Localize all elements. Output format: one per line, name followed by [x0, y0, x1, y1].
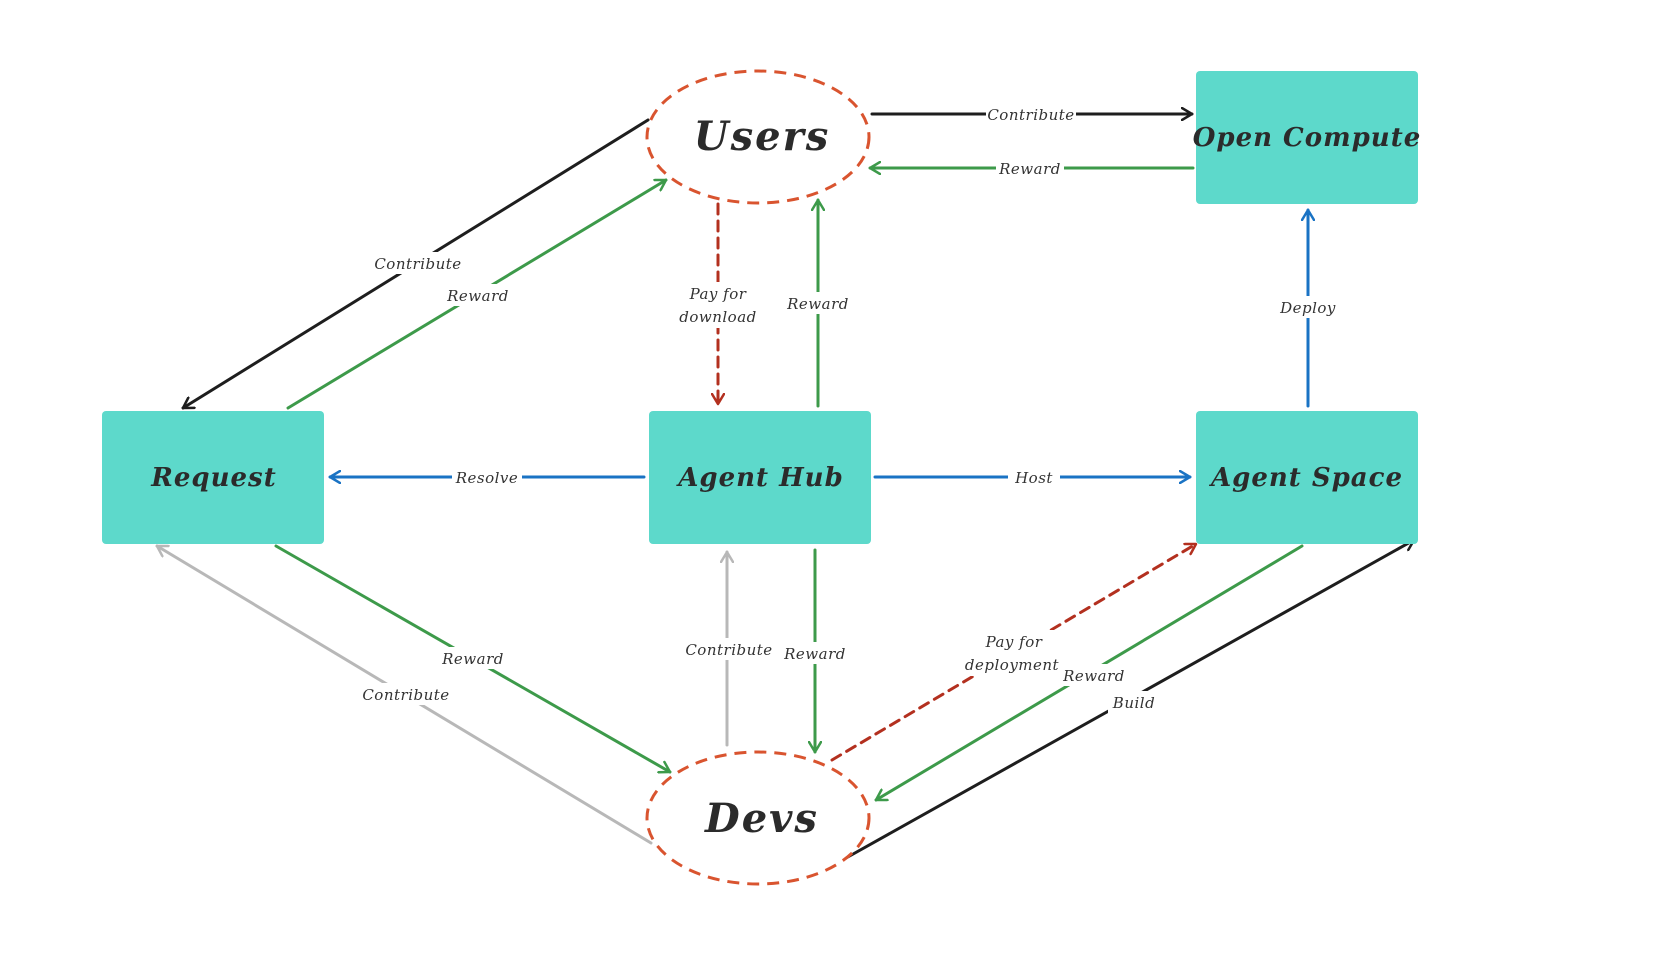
node-request-label: Request — [150, 463, 276, 493]
svg-text:Contribute: Contribute — [685, 641, 772, 659]
svg-text:Pay for: Pay for — [689, 285, 747, 303]
node-open-compute-label: Open Compute — [1193, 123, 1422, 153]
svg-text:Reward: Reward — [441, 650, 504, 668]
label-agent-hub-to-devs: Reward — [781, 642, 849, 664]
label-request-to-users: Reward — [444, 284, 512, 306]
svg-text:Reward: Reward — [786, 295, 849, 313]
svg-text:Host: Host — [1014, 469, 1053, 487]
label-agent-hub-to-users: Reward — [784, 292, 852, 314]
svg-text:Resolve: Resolve — [455, 469, 519, 487]
label-users-to-open-compute: Contribute — [986, 103, 1076, 125]
node-open-compute[interactable]: Open Compute — [1193, 71, 1422, 204]
node-agent-space-label: Agent Space — [1208, 463, 1403, 493]
label-devs-to-agent-hub: Contribute — [685, 638, 773, 660]
svg-text:Contribute: Contribute — [987, 106, 1074, 124]
node-agent-space[interactable]: Agent Space — [1196, 411, 1418, 544]
svg-text:download: download — [679, 308, 757, 326]
label-devs-to-request: Contribute — [362, 683, 450, 705]
node-devs[interactable]: Devs — [645, 750, 871, 886]
label-users-to-agent-hub: Pay for download — [672, 282, 762, 328]
label-devs-to-agent-space-pay: Pay for deployment — [962, 630, 1062, 676]
svg-text:Contribute: Contribute — [362, 686, 449, 704]
node-users-label: Users — [694, 113, 830, 160]
svg-text:Build: Build — [1112, 694, 1155, 712]
node-devs-label: Devs — [704, 795, 819, 842]
label-agent-space-to-devs: Reward — [1060, 664, 1128, 686]
node-agent-hub-label: Agent Hub — [675, 463, 844, 493]
svg-text:Pay for: Pay for — [985, 633, 1043, 651]
label-agent-hub-to-request: Resolve — [452, 466, 522, 488]
svg-text:Reward: Reward — [1062, 667, 1125, 685]
nodes: Users Open Compute Request Agent Hub Age… — [102, 69, 1422, 886]
label-request-to-devs: Reward — [439, 647, 507, 669]
label-agent-hub-to-agent-space: Host — [1008, 466, 1060, 488]
edge-labels: Contribute Reward Contribute Reward Pay … — [362, 103, 1338, 713]
svg-text:Reward: Reward — [998, 160, 1061, 178]
svg-text:deployment: deployment — [965, 656, 1060, 674]
node-agent-hub[interactable]: Agent Hub — [649, 411, 871, 544]
svg-text:Deploy: Deploy — [1279, 299, 1336, 317]
svg-text:Reward: Reward — [783, 645, 846, 663]
label-agent-space-to-open-compute: Deploy — [1278, 296, 1338, 318]
label-open-compute-to-users: Reward — [996, 157, 1064, 179]
svg-text:Reward: Reward — [446, 287, 509, 305]
svg-text:Contribute: Contribute — [374, 255, 461, 273]
node-users[interactable]: Users — [645, 69, 871, 205]
label-users-to-request: Contribute — [372, 252, 464, 274]
label-devs-to-agent-space-build: Build — [1108, 691, 1160, 713]
node-request[interactable]: Request — [102, 411, 324, 544]
